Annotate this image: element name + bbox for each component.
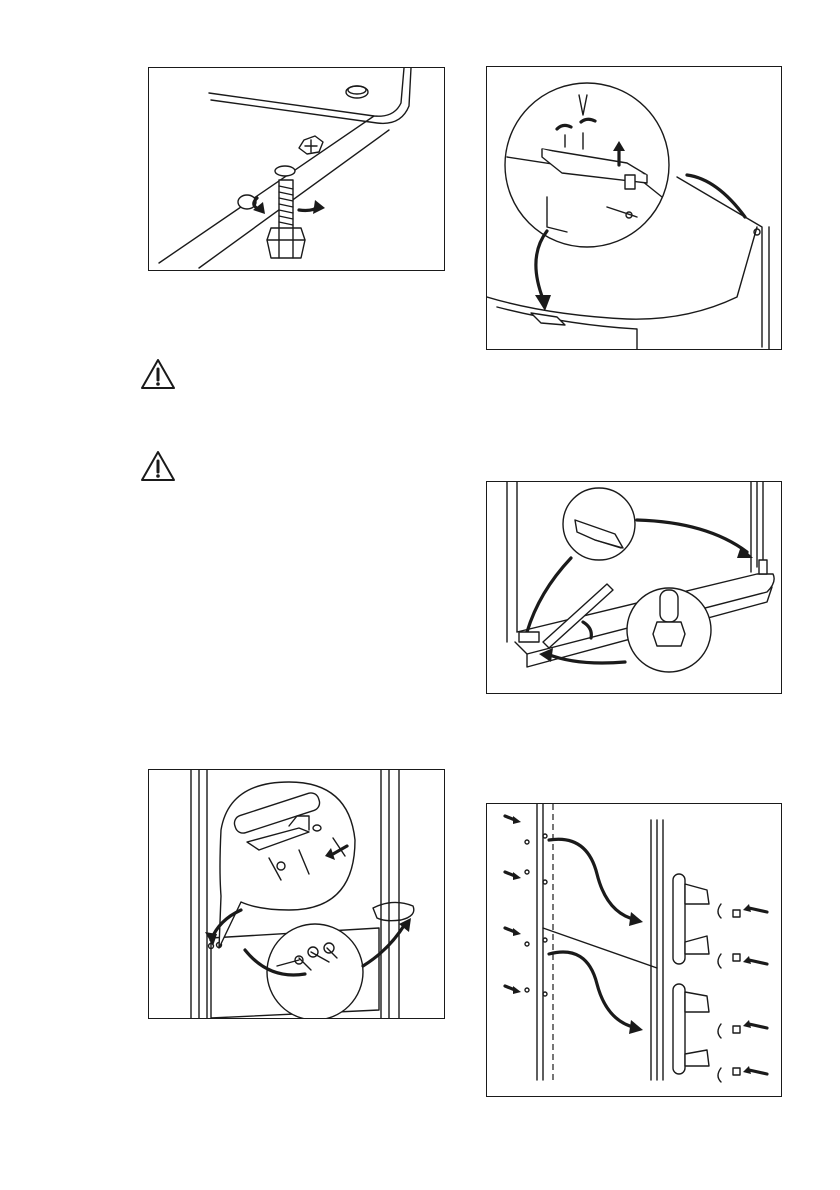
top-hinge-illustration xyxy=(486,66,782,350)
door-handle-drawing xyxy=(487,804,781,1096)
adjustable-foot-drawing xyxy=(149,68,444,270)
door-handle-illustration xyxy=(486,803,782,1097)
warning-triangle-icon xyxy=(140,450,176,482)
door-hinge-bracket-drawing xyxy=(149,770,444,1018)
adjustable-foot-illustration xyxy=(148,67,445,271)
warning-triangle-icon xyxy=(140,358,176,390)
hinge-cover-drawing xyxy=(487,482,781,693)
hinge-cover-illustration xyxy=(486,481,782,694)
door-hinge-bracket-illustration xyxy=(148,769,445,1019)
top-hinge-drawing xyxy=(487,67,781,349)
